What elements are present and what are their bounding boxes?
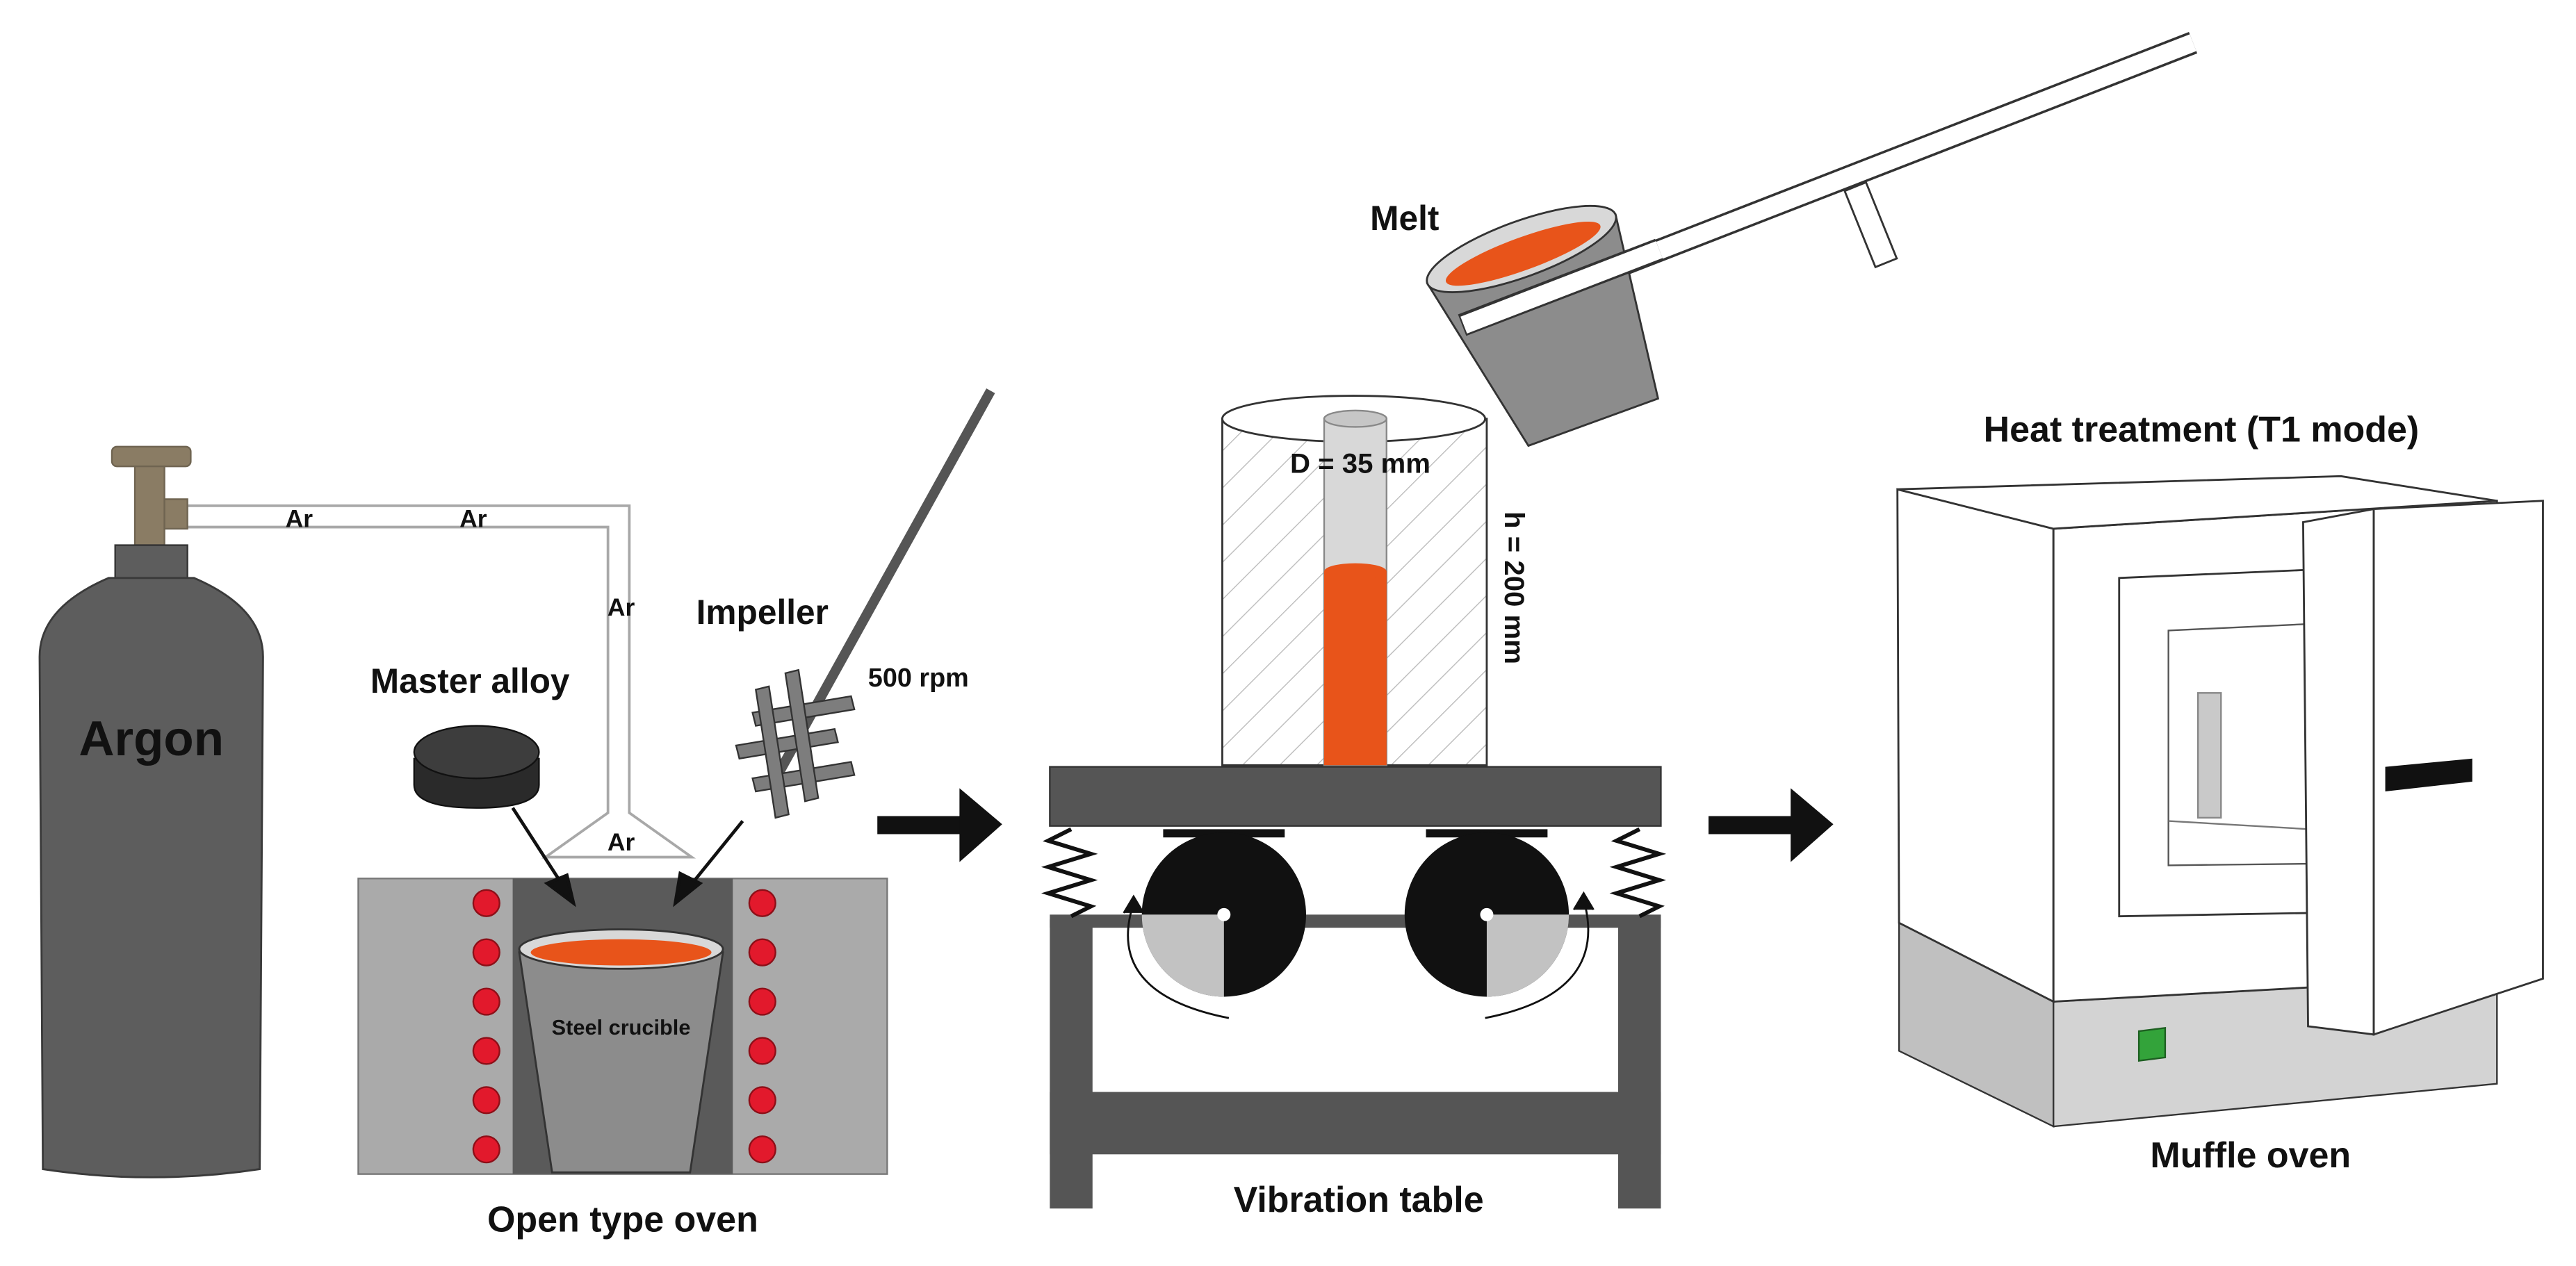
argon-valve-icon xyxy=(111,445,192,546)
impeller-speed-label: 500 rpm xyxy=(868,664,969,693)
rotation-left-icon xyxy=(1123,894,1230,1019)
argon-label: Argon xyxy=(79,712,224,766)
vibration-table-label: Vibration table xyxy=(1234,1180,1484,1220)
open-type-oven-label: Open type oven xyxy=(487,1199,758,1240)
master-alloy-arrow-icon xyxy=(511,807,576,907)
impeller-shaft xyxy=(767,388,995,788)
impeller-blades-icon xyxy=(735,668,856,819)
steel-crucible-label: Steel crucible xyxy=(552,1015,691,1039)
crucible-melt xyxy=(530,939,712,966)
ar-label-4: Ar xyxy=(608,828,635,856)
ladle-grip xyxy=(1843,181,1898,269)
table-crossbar xyxy=(1050,1092,1661,1155)
spring-left-icon xyxy=(1041,827,1098,919)
argon-cylinder-neck xyxy=(114,544,188,579)
eccentric-motor-left xyxy=(1141,832,1306,997)
impeller-arrow-icon xyxy=(673,820,744,907)
rotation-right-icon xyxy=(1485,891,1595,1019)
muffle-oven: Heat treatment (T1 mode) Muffle oven xyxy=(1896,410,2544,1176)
oven-top xyxy=(1897,475,2497,530)
spring-right-icon xyxy=(1609,827,1667,919)
table-leg-right xyxy=(1617,919,1661,1209)
heater-elements xyxy=(472,889,776,1164)
eccentric-motor-right xyxy=(1404,832,1570,997)
muffle-oven-label: Muffle oven xyxy=(2150,1135,2351,1176)
ar-label-1: Ar xyxy=(286,505,313,533)
ladle-melt xyxy=(1445,221,1601,286)
ar-label-3: Ar xyxy=(608,593,635,621)
steel-crucible: Steel crucible xyxy=(518,928,724,1174)
argon-cylinder-body xyxy=(38,577,264,1178)
table-top xyxy=(1049,766,1662,827)
impeller-label: Impeller xyxy=(696,593,829,632)
door-handle xyxy=(2385,758,2472,792)
table-leg-left xyxy=(1050,919,1093,1209)
power-button xyxy=(2137,1027,2167,1062)
open-type-oven: Steel crucible Open type oven xyxy=(357,878,888,1240)
oven-door xyxy=(2302,507,2375,1036)
process-arrow-2-icon xyxy=(1708,788,1834,862)
mold-melt-column xyxy=(1323,571,1387,766)
heat-treatment-label: Heat treatment (T1 mode) xyxy=(1984,410,2420,450)
master-alloy: Master alloy xyxy=(370,661,576,907)
impeller: Impeller 500 rpm xyxy=(673,388,995,907)
melt-label: Melt xyxy=(1370,199,1439,238)
height-label: h = 200 mm xyxy=(1499,511,1530,664)
vibration-table: Vibration table xyxy=(1041,766,1667,1220)
argon-gas-line xyxy=(184,504,696,859)
oven-side xyxy=(1896,488,2055,1003)
diameter-label: D = 35 mm xyxy=(1290,448,1430,479)
master-alloy-label: Master alloy xyxy=(370,661,570,700)
argon-cylinder: Argon Ar Ar Ar Ar xyxy=(38,445,696,1178)
melt-ladle: Melt xyxy=(1370,32,2198,447)
process-arrow-1-icon xyxy=(877,788,1002,862)
ar-label-2: Ar xyxy=(459,505,487,533)
mold: D = 35 mm h = 200 mm xyxy=(1221,395,1530,766)
oven-sample xyxy=(2197,692,2222,819)
